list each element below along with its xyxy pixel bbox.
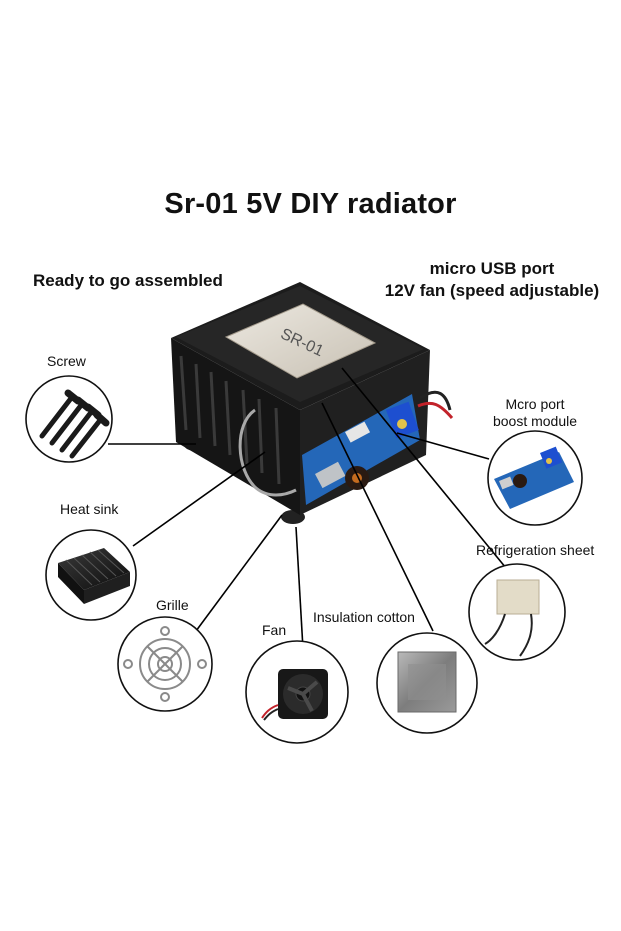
page-title: Sr-01 5V DIY radiator [164, 188, 457, 220]
label-boost-line-1: Mcro port [505, 396, 565, 412]
subtitle-assembled: Ready to go assembled [33, 271, 223, 290]
leader-heat-sink [132, 451, 266, 547]
insulation-pad-icon [397, 651, 457, 713]
peltier-sheet-icon [484, 579, 540, 657]
label-boost-module: Mcro port boost module [480, 396, 590, 430]
label-boost-line-2: boost module [492, 413, 578, 429]
label-heat-sink: Heat sink [60, 501, 119, 517]
leader-boost-module [396, 432, 490, 460]
peltier-plate [224, 303, 377, 379]
device-side-heatsink [171, 338, 300, 515]
part-boost-module [487, 430, 583, 526]
label-grille: Grille [156, 597, 189, 613]
part-refrigeration-sheet [468, 563, 566, 661]
screw-icon [39, 389, 110, 459]
part-screw [25, 375, 113, 463]
heat-sink-icon [58, 548, 130, 604]
part-heat-sink [45, 529, 137, 621]
label-insulation-cotton: Insulation cotton [313, 609, 415, 625]
subtitle-features: micro USB port 12V fan (speed adjustable… [372, 258, 612, 302]
leader-lines [108, 367, 507, 650]
feature-fan: 12V fan (speed adjustable) [384, 281, 600, 300]
part-fan [245, 640, 349, 744]
assembled-radiator: SR-01 [171, 282, 454, 524]
part-insulation-cotton [376, 632, 478, 734]
leader-insulation-cotton [321, 402, 434, 632]
label-refrigeration-sheet: Refrigeration sheet [476, 542, 595, 558]
sensor-wire [238, 408, 297, 497]
part-grille [117, 616, 213, 712]
leader-fan [295, 526, 304, 650]
leader-refrigeration-sheet [341, 367, 507, 569]
label-fan: Fan [262, 622, 287, 638]
leader-grille [195, 514, 283, 632]
fan-grille-icon [123, 626, 207, 702]
feature-usb-port: micro USB port [429, 259, 555, 278]
boost-module-icon [494, 446, 574, 509]
fan-icon [261, 669, 328, 721]
label-screw: Screw [47, 353, 86, 369]
